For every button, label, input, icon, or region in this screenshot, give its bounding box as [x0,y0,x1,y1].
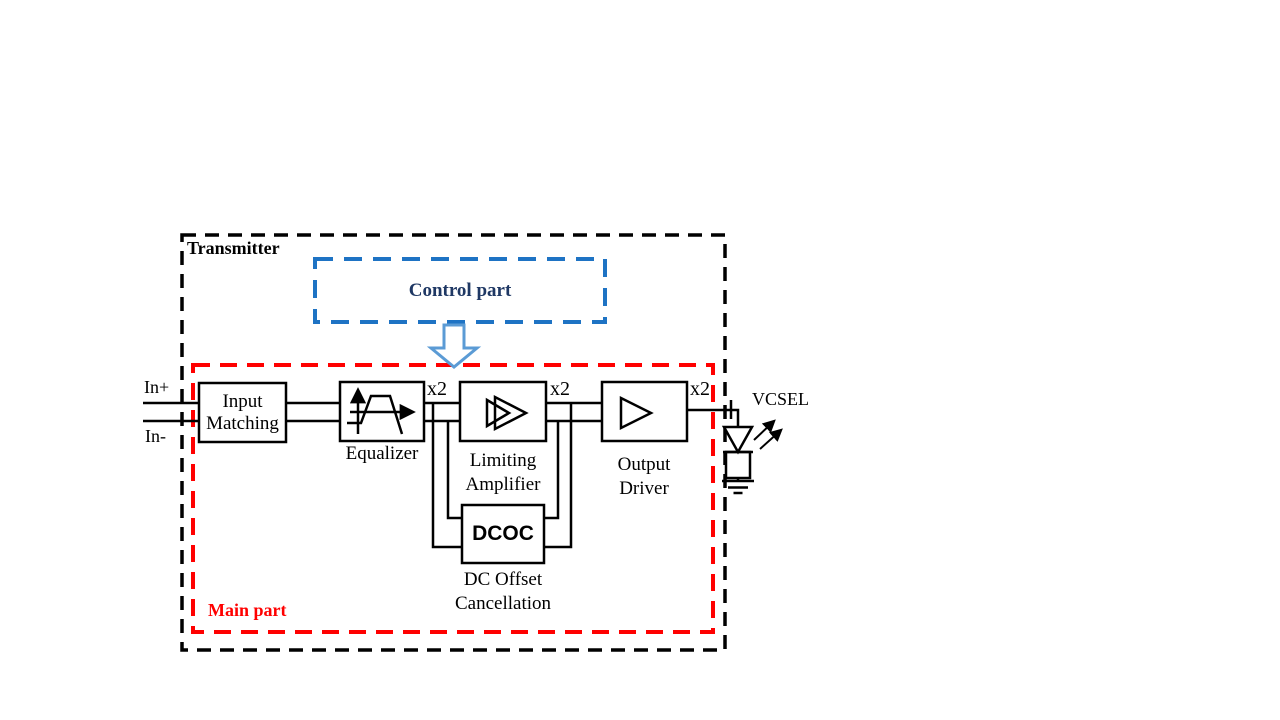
feedback-right-inner [544,421,560,520]
limiting-amplifier-icon [485,394,529,432]
main-part-label: Main part [208,600,287,620]
input-plus-label: In+ [144,377,170,397]
vcsel-symbol [721,419,783,495]
gain-label-after-equalizer: x2 [427,378,447,400]
output-driver-caption: Output Driver [589,453,699,501]
transmitter-label: Transmitter [187,238,280,258]
gain-label-after-limiting-amplifier: x2 [550,378,570,400]
control-part-boundary-box [313,257,607,324]
feedback-left-outer [431,403,462,549]
transmitter-boundary-box [180,233,727,652]
ground-icon [722,479,754,495]
feedback-right-outer [544,403,573,549]
equalizer-curve [347,394,404,435]
dcoc-caption-line1: DC Offset [463,569,543,590]
amp-triangle-small [485,397,512,429]
vcsel-label: VCSEL [752,389,810,409]
output-driver-box [600,380,689,443]
dcoc-label: DCOC [472,521,534,545]
dcoc-box [460,503,546,565]
dcoc-caption: DC Offset Cancellation [419,568,587,616]
wire-od-to-vcsel [687,408,740,427]
gain-label-after-output-driver: x2 [690,378,710,400]
feedback-left-inner [446,421,462,520]
output-driver-caption-line2: Driver [619,478,669,499]
limiting-amplifier-box [458,380,548,443]
input-matching-box [197,381,288,444]
vcsel-body-box [724,450,752,480]
control-part-label: Control part [408,279,512,301]
output-driver-amp-icon [619,395,654,431]
output-driver-caption-line1: Output [617,454,671,475]
equalizer-response-icon [347,387,416,435]
input-matching-line1: Input [222,390,263,412]
limiting-amplifier-caption-line1: Limiting [469,450,537,471]
dcoc-caption-line2: Cancellation [454,593,552,614]
vcsel-diode-triangle [721,425,755,455]
input-minus-label: In- [145,426,166,446]
equalizer-caption: Equalizer [345,443,419,464]
light-emission-arrows-icon [753,419,783,450]
limiting-amplifier-caption: Limiting Amplifier [446,449,560,497]
control-down-arrow [426,323,482,369]
amp-triangle-large [493,394,529,432]
input-matching-line2: Matching [206,412,279,434]
input-matching-label: Input Matching [199,383,286,442]
limiting-amplifier-caption-line2: Amplifier [465,474,541,495]
